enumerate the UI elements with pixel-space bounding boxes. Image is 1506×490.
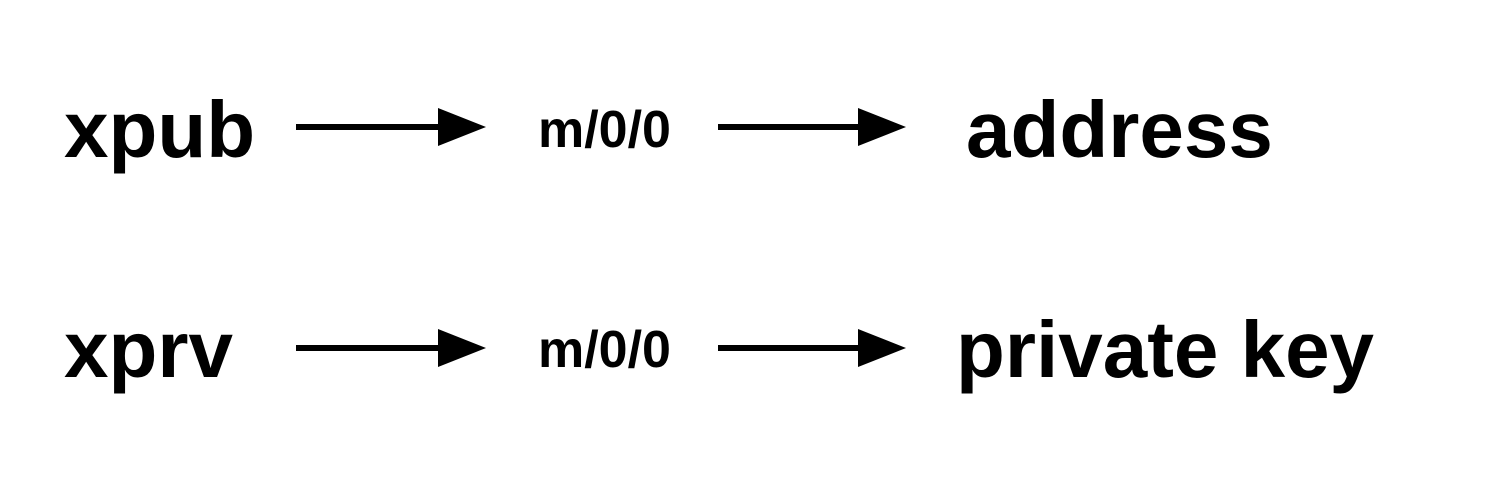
row2-derivation-path: m/0/0 <box>538 321 671 379</box>
row1-derivation-path: m/0/0 <box>538 101 671 159</box>
row1-arrow-path-to-result <box>718 108 906 146</box>
row1-result-node: address <box>966 85 1273 174</box>
row2-source-node: xprv <box>64 305 233 394</box>
row1-arrow-source-to-path <box>296 108 486 146</box>
row2-result-node: private key <box>956 305 1375 394</box>
row2-arrow-source-to-path <box>296 329 486 367</box>
row2-arrow-path-to-result <box>718 329 906 367</box>
row1-source-node: xpub <box>64 85 256 174</box>
